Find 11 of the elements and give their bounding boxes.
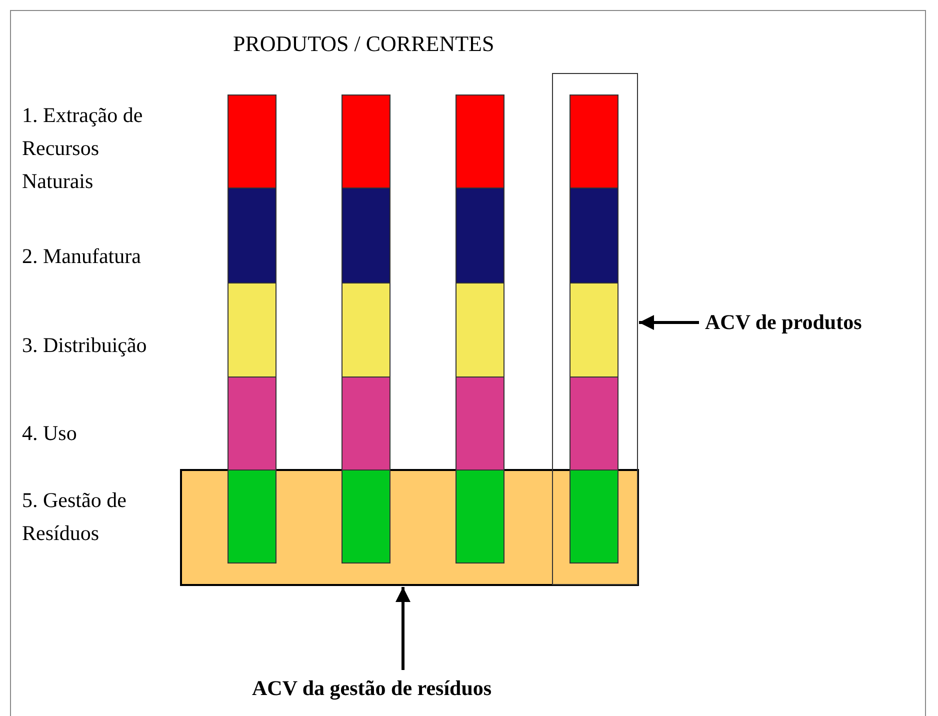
- callout-text: ACV da gestão de resíduos: [252, 676, 492, 701]
- chart-title: PRODUTOS / CORRENTES: [233, 31, 494, 57]
- stage-label: 1. Extração de Recursos Naturais: [22, 102, 144, 195]
- stage-label: 3. Distribuição: [22, 332, 148, 359]
- callout-text: ACV de produtos: [705, 310, 862, 335]
- stage-label: 5. Gestão de Resíduos: [22, 487, 128, 547]
- scope-outline-box: [552, 73, 638, 585]
- arrow: [639, 315, 699, 330]
- arrow: [396, 587, 410, 670]
- stage-label: 2. Manufatura: [22, 243, 142, 270]
- stage-label: 4. Uso: [22, 420, 78, 447]
